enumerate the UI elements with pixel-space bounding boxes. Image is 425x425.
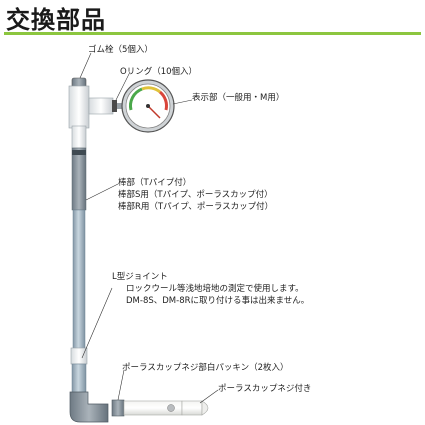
label-rubber-plug: ゴム栓（5個入） bbox=[88, 45, 153, 55]
label-l-joint-line2: ロックウール等浅地培地の測定で使用します。 bbox=[126, 284, 304, 294]
rod bbox=[70, 147, 88, 395]
label-l-joint: L型ジョイント ロックウール等浅地培地の測定で使用します。 DM-8S、DM-8… bbox=[112, 271, 309, 307]
label-rod-line2: 棒部S用（Tパイプ、ポーラスカップ付） bbox=[118, 190, 273, 200]
page-title: 交換部品 bbox=[6, 6, 106, 34]
t-pipe bbox=[68, 85, 114, 149]
label-l-joint-line3: DM-8S、DM-8Rに取り付ける事は出来ません。 bbox=[126, 296, 310, 306]
label-rod-line3: 棒部R用（Tパイプ、ポーラスカップ付） bbox=[118, 202, 274, 212]
label-rod-line1: 棒部（Tパイプ付） bbox=[118, 178, 192, 188]
label-l-joint-line1: L型ジョイント bbox=[112, 272, 168, 282]
label-porous-screw: ポーラスカップネジ付き bbox=[218, 384, 312, 394]
label-display: 表示部（一般用・M用） bbox=[192, 93, 285, 103]
leader-lines bbox=[79, 52, 219, 404]
title-underline bbox=[4, 32, 421, 35]
label-o-ring: Oリング（10個入） bbox=[120, 67, 198, 77]
l-joint bbox=[69, 391, 109, 423]
pressure-gauge bbox=[121, 79, 175, 133]
porous-cup bbox=[111, 399, 209, 417]
label-rod: 棒部（Tパイプ付） 棒部S用（Tパイプ、ポーラスカップ付） 棒部R用（Tパイプ、… bbox=[118, 177, 273, 213]
label-porous-packing: ポーラスカップネジ部白パッキン（2枚入） bbox=[122, 363, 289, 373]
